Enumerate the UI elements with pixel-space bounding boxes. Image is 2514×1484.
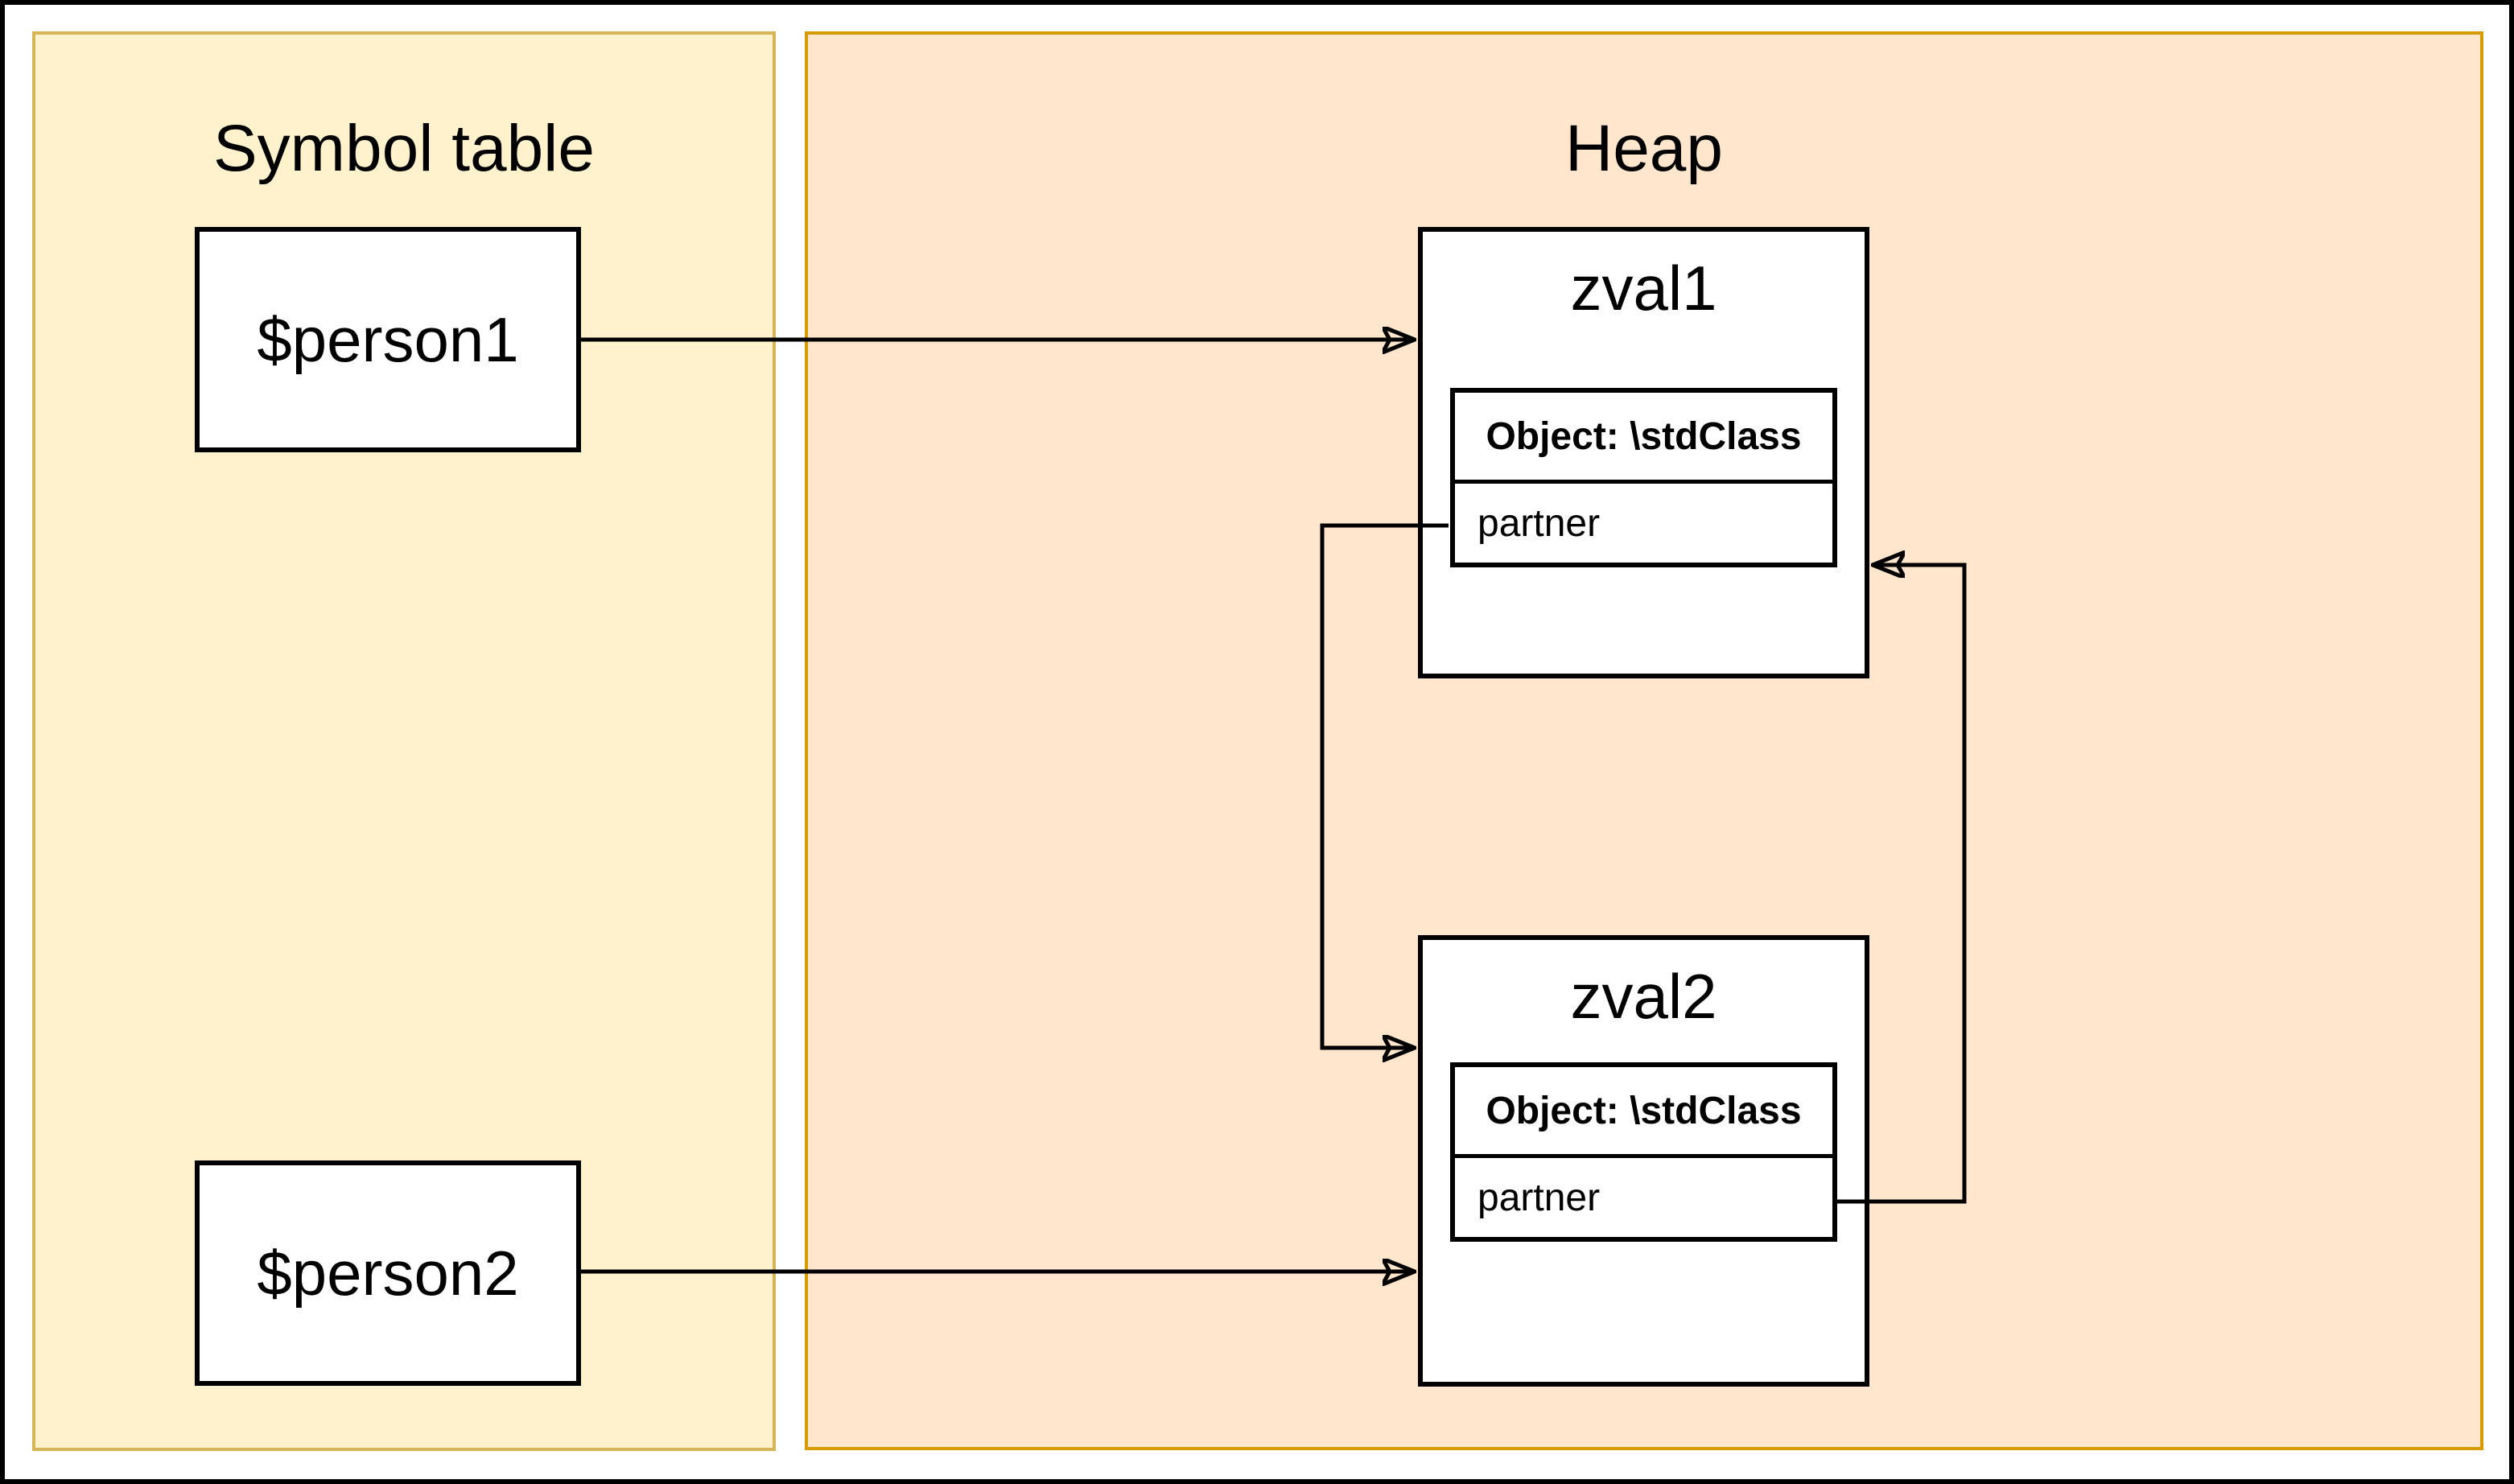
zval1-box: zval1 Object: \stdClass partner: [1418, 227, 1869, 678]
zval2-box: zval2 Object: \stdClass partner: [1418, 935, 1869, 1387]
variable-label-person1: $person1: [257, 303, 519, 375]
zval2-partner-row: partner: [1477, 1176, 1601, 1219]
zval2-object-table: Object: \stdClass partner: [1450, 1062, 1837, 1242]
variable-box-person2: $person2: [195, 1160, 581, 1386]
zval1-partner-row: partner: [1477, 501, 1601, 545]
zval1-object-type-row: Object: \stdClass: [1455, 393, 1832, 484]
zval2-object-type-row: Object: \stdClass: [1455, 1067, 1832, 1158]
variable-label-person2: $person2: [257, 1237, 519, 1309]
variable-box-person1: $person1: [195, 227, 581, 452]
zval2-title: zval2: [1570, 961, 1717, 1032]
symbol-table-title: Symbol table: [212, 112, 596, 185]
heap-title: Heap: [1564, 112, 1724, 185]
zval1-object-table: Object: \stdClass partner: [1450, 388, 1837, 567]
zval1-title: zval1: [1570, 253, 1717, 324]
